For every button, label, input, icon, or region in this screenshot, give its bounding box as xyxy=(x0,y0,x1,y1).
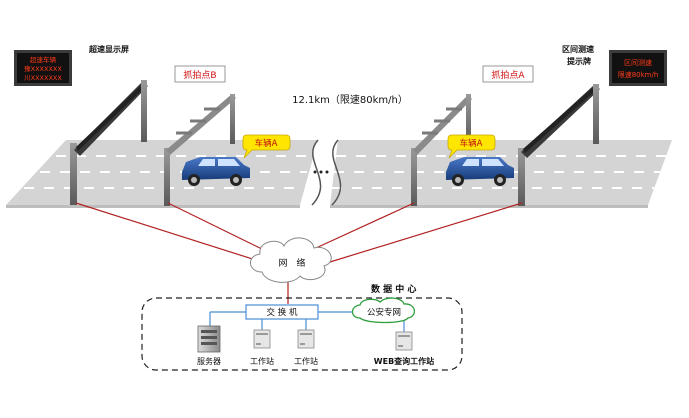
capture-point-b-label: 抓拍点B xyxy=(174,65,226,83)
road-break-symbol xyxy=(311,139,342,206)
svg-text:交 换 机: 交 换 机 xyxy=(267,307,298,318)
lan-links xyxy=(209,311,405,332)
right-display-gantry xyxy=(518,84,600,206)
vehicle-a-right xyxy=(446,157,514,186)
section-speed-caption-line2: 提示牌 xyxy=(567,56,591,66)
capture-gantry-b xyxy=(164,94,236,206)
svg-text:公安专网: 公安专网 xyxy=(367,307,401,318)
overspeed-display-board: 超速车辆 豫XXXXXXX 川XXXXXXX xyxy=(14,50,72,86)
right-sign-line-1: 区间测速 xyxy=(624,59,652,67)
network-switch: 交 换 机 xyxy=(245,304,319,320)
vehicle-callout-right: 车辆A xyxy=(447,134,496,159)
network-label: 网 络 xyxy=(278,257,305,269)
overspeed-display-caption: 超速显示屏 xyxy=(88,44,129,54)
left-sign-line-1: 超速车辆 xyxy=(30,55,57,64)
server-label: 服务器 xyxy=(197,356,221,366)
section-speed-caption-line1: 区间测速 xyxy=(562,44,594,54)
web-query-workstation-icon xyxy=(395,331,413,351)
svg-text:车辆A: 车辆A xyxy=(460,138,483,149)
vehicle-callout-left: 车辆A xyxy=(242,134,291,159)
left-display-gantry xyxy=(70,80,148,205)
workstation-1-icon xyxy=(253,329,271,349)
data-center-title: 数 据 中 心 xyxy=(371,283,416,295)
workstation-2-label: 工作站 xyxy=(294,356,318,366)
web-query-workstation-label: WEB查询工作站 xyxy=(374,356,434,366)
vehicle-a-left xyxy=(182,157,250,186)
data-center-boundary xyxy=(141,297,463,371)
workstation-2-icon xyxy=(297,329,315,349)
capture-gantry-a xyxy=(411,94,472,206)
left-sign-line-2: 豫XXXXXXX xyxy=(24,64,62,73)
server-icon xyxy=(197,325,221,353)
svg-text:抓拍点A: 抓拍点A xyxy=(491,69,525,81)
right-sign-line-2: 限速80km/h xyxy=(618,70,659,79)
left-sign-line-3: 川XXXXXXX xyxy=(24,74,62,82)
workstation-1-label: 工作站 xyxy=(250,356,274,366)
police-network-cloud: 公安专网 xyxy=(351,297,415,324)
distance-limit-label: 12.1km（限速80km/h） xyxy=(292,94,408,106)
network-links xyxy=(75,202,523,304)
network-cloud: 网 络 xyxy=(250,237,332,283)
section-speed-sign-board: 区间测速 限速80km/h xyxy=(609,50,667,86)
svg-text:抓拍点B: 抓拍点B xyxy=(183,69,216,81)
svg-text:车辆A: 车辆A xyxy=(255,138,278,149)
capture-point-a-label: 抓拍点A xyxy=(482,65,534,83)
